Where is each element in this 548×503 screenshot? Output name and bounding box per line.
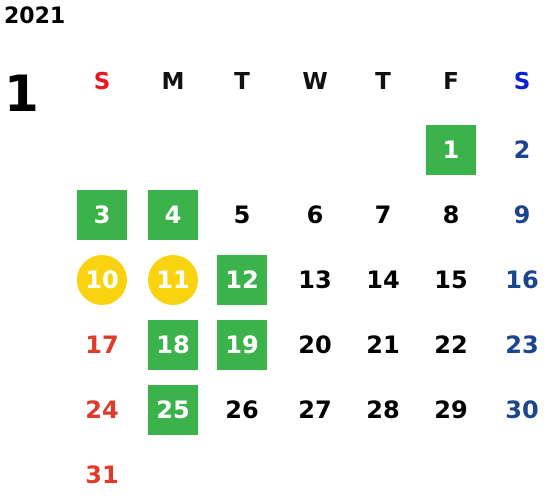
day-cell-2[interactable]: 2 — [513, 136, 531, 164]
day-cell-9[interactable]: 9 — [513, 201, 531, 229]
day-cell-28[interactable]: 28 — [366, 396, 400, 424]
day-cell-10[interactable]: 10 — [77, 255, 127, 305]
day-cell-25[interactable]: 25 — [148, 385, 198, 435]
day-cell-26[interactable]: 26 — [225, 396, 259, 424]
day-cell-12[interactable]: 12 — [217, 255, 267, 305]
day-cell-22[interactable]: 22 — [434, 331, 468, 359]
day-cell-17[interactable]: 17 — [85, 331, 119, 359]
day-cell-24[interactable]: 24 — [85, 396, 119, 424]
day-cell-6[interactable]: 6 — [306, 201, 324, 229]
weekday-header-fri: F — [443, 69, 459, 95]
day-cell-11[interactable]: 11 — [148, 255, 198, 305]
weekday-header-wed: W — [302, 69, 328, 95]
day-cell-31[interactable]: 31 — [85, 461, 119, 489]
day-cell-21[interactable]: 21 — [366, 331, 400, 359]
day-cell-23[interactable]: 23 — [505, 331, 539, 359]
day-cell-27[interactable]: 27 — [298, 396, 332, 424]
day-cell-4[interactable]: 4 — [148, 190, 198, 240]
day-cell-15[interactable]: 15 — [434, 266, 468, 294]
weekday-header-sat: S — [513, 69, 531, 95]
day-cell-19[interactable]: 19 — [217, 320, 267, 370]
day-cell-1[interactable]: 1 — [426, 125, 476, 175]
weekday-header-thu: T — [375, 69, 391, 95]
day-cell-3[interactable]: 3 — [77, 190, 127, 240]
day-cell-5[interactable]: 5 — [233, 201, 251, 229]
year-label: 2021 — [4, 4, 66, 29]
day-cell-16[interactable]: 16 — [505, 266, 539, 294]
month-number: 1 — [4, 65, 39, 123]
day-cell-18[interactable]: 18 — [148, 320, 198, 370]
day-cell-14[interactable]: 14 — [366, 266, 400, 294]
day-cell-7[interactable]: 7 — [374, 201, 392, 229]
day-cell-8[interactable]: 8 — [442, 201, 460, 229]
weekday-header-mon: M — [161, 69, 185, 95]
day-cell-13[interactable]: 13 — [298, 266, 332, 294]
weekday-header-tue: T — [234, 69, 250, 95]
day-cell-20[interactable]: 20 — [298, 331, 332, 359]
day-cell-29[interactable]: 29 — [434, 396, 468, 424]
day-cell-30[interactable]: 30 — [505, 396, 539, 424]
weekday-header-sun: S — [93, 69, 111, 95]
